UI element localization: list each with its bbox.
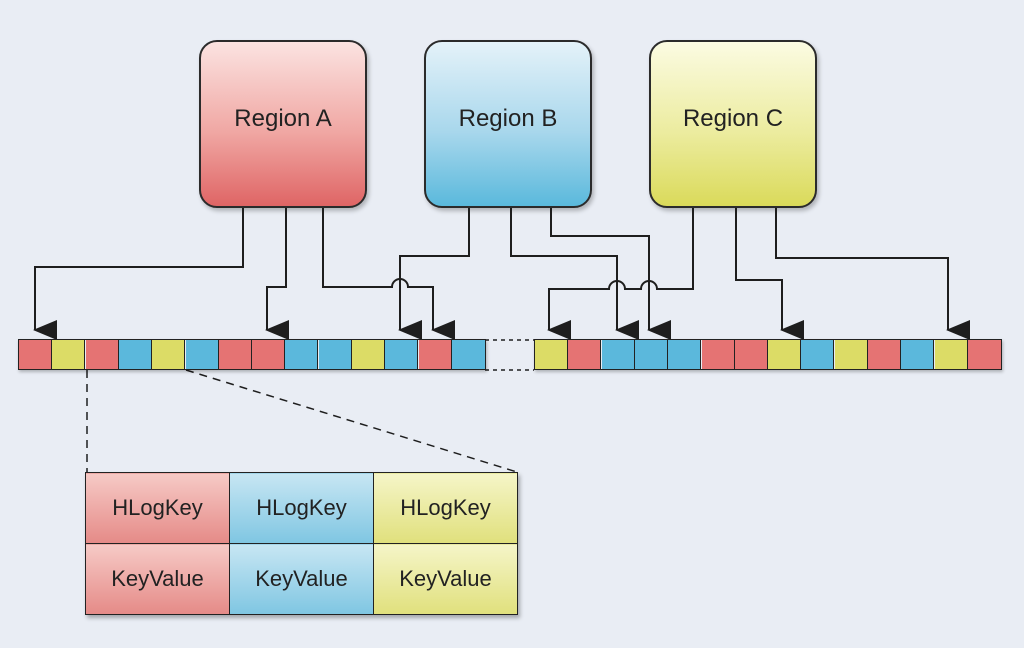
log-entry-blue bbox=[634, 340, 668, 369]
keyvalue-cell: KeyValue bbox=[85, 543, 230, 615]
hlogkey-cell: HLogKey bbox=[373, 472, 518, 544]
arrow-a-3 bbox=[322, 208, 455, 340]
arrow-b-2 bbox=[510, 208, 639, 340]
arrow-b-3 bbox=[550, 208, 671, 340]
arrow-c-2 bbox=[735, 208, 804, 340]
log-entry-red bbox=[218, 340, 252, 369]
log-entry-red bbox=[568, 340, 602, 369]
log-entry-red bbox=[252, 340, 286, 369]
log-entry-red bbox=[85, 340, 119, 369]
log-entry-blue bbox=[901, 340, 935, 369]
log-entry-red bbox=[734, 340, 768, 369]
log-entry-red bbox=[19, 340, 52, 369]
log-entry-yellow bbox=[934, 340, 968, 369]
hlogkey-row: HLogKey HLogKey HLogKey bbox=[85, 472, 518, 544]
log-entry-red bbox=[868, 340, 901, 369]
region-a-label: Region A bbox=[234, 105, 332, 132]
log-entry-blue bbox=[385, 340, 419, 369]
log-entry-detail-table: HLogKey HLogKey HLogKey KeyValue KeyValu… bbox=[85, 472, 518, 615]
log-entry-blue bbox=[451, 340, 485, 369]
log-entry-blue bbox=[285, 340, 319, 369]
region-b-box: Region B bbox=[424, 40, 592, 208]
log-entry-red bbox=[418, 340, 452, 369]
keyvalue-cell: KeyValue bbox=[373, 543, 518, 615]
log-entry-yellow bbox=[768, 340, 802, 369]
arrow-a-1 bbox=[33, 208, 244, 340]
log-entry-blue bbox=[668, 340, 702, 369]
log-entry-yellow bbox=[834, 340, 868, 369]
hlogkey-cell: HLogKey bbox=[85, 472, 230, 544]
arrow-b-1 bbox=[398, 208, 470, 340]
strip-outline bbox=[534, 339, 1003, 370]
log-entry-red bbox=[967, 340, 1001, 369]
hlogkey-cell: HLogKey bbox=[229, 472, 374, 544]
region-a-box: Region A bbox=[199, 40, 367, 208]
log-entry-blue bbox=[318, 340, 352, 369]
log-entry-blue bbox=[801, 340, 835, 369]
callout-line-right bbox=[185, 369, 518, 473]
log-entry-blue bbox=[601, 340, 635, 369]
arrow-a-2 bbox=[265, 208, 289, 340]
log-entry-yellow bbox=[535, 340, 568, 369]
region-c-label: Region C bbox=[682, 105, 784, 132]
keyvalue-row: KeyValue KeyValue KeyValue bbox=[85, 543, 518, 615]
strip-outline bbox=[18, 339, 487, 370]
region-b-label: Region B bbox=[458, 105, 558, 132]
log-entry-red bbox=[701, 340, 735, 369]
log-entry-yellow bbox=[52, 340, 86, 369]
region-c-box: Region C bbox=[649, 40, 817, 208]
log-entry-yellow bbox=[152, 340, 186, 369]
log-entry-yellow bbox=[352, 340, 385, 369]
arrow-c-1 bbox=[547, 208, 694, 340]
arrow-c-3 bbox=[775, 208, 970, 340]
log-entry-blue bbox=[185, 340, 219, 369]
keyvalue-cell: KeyValue bbox=[229, 543, 374, 615]
log-entry-blue bbox=[118, 340, 152, 369]
